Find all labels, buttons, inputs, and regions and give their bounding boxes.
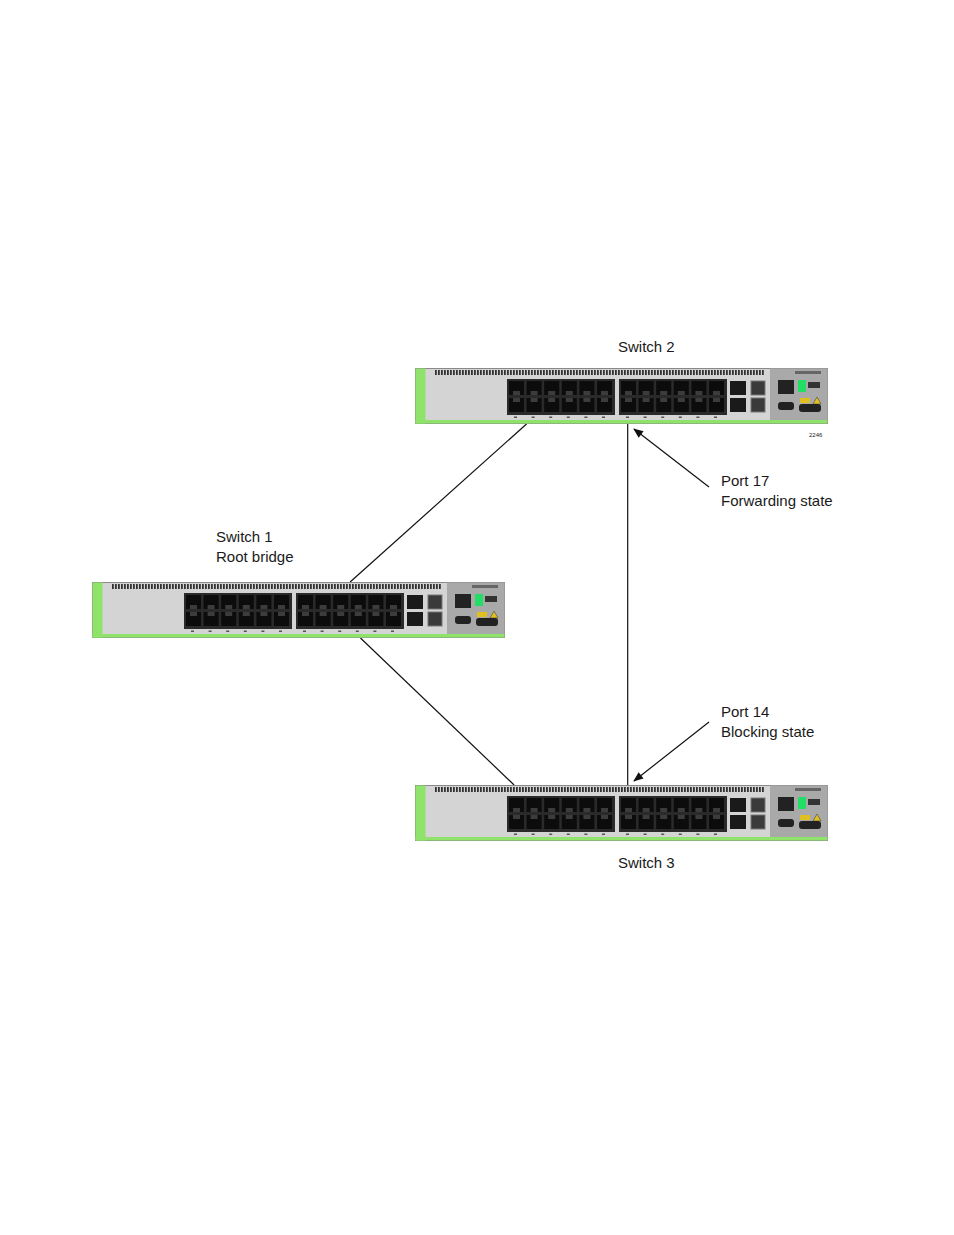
switch-label: Switch 1 Root bridge bbox=[216, 527, 304, 567]
switch-label: Switch 3 bbox=[618, 853, 738, 873]
network-link bbox=[360, 638, 514, 785]
port-callout: Port 17 Forwarding state bbox=[721, 471, 839, 511]
network-link bbox=[627, 424, 628, 785]
figure-number: 2246 bbox=[809, 431, 829, 439]
switch-chassis bbox=[415, 785, 828, 841]
port-callout: Port 14 Blocking state bbox=[721, 702, 823, 742]
network-switch: Switch 2 bbox=[415, 368, 828, 424]
leader-line bbox=[634, 722, 709, 781]
switch-label: Switch 2 bbox=[618, 337, 738, 357]
network-switch: Switch 1 Root bridge bbox=[92, 582, 505, 638]
switch-chassis bbox=[92, 582, 505, 638]
network-link bbox=[350, 424, 526, 582]
switch-chassis bbox=[415, 368, 828, 424]
network-switch: Switch 3 bbox=[415, 785, 828, 841]
leader-line bbox=[634, 429, 709, 487]
